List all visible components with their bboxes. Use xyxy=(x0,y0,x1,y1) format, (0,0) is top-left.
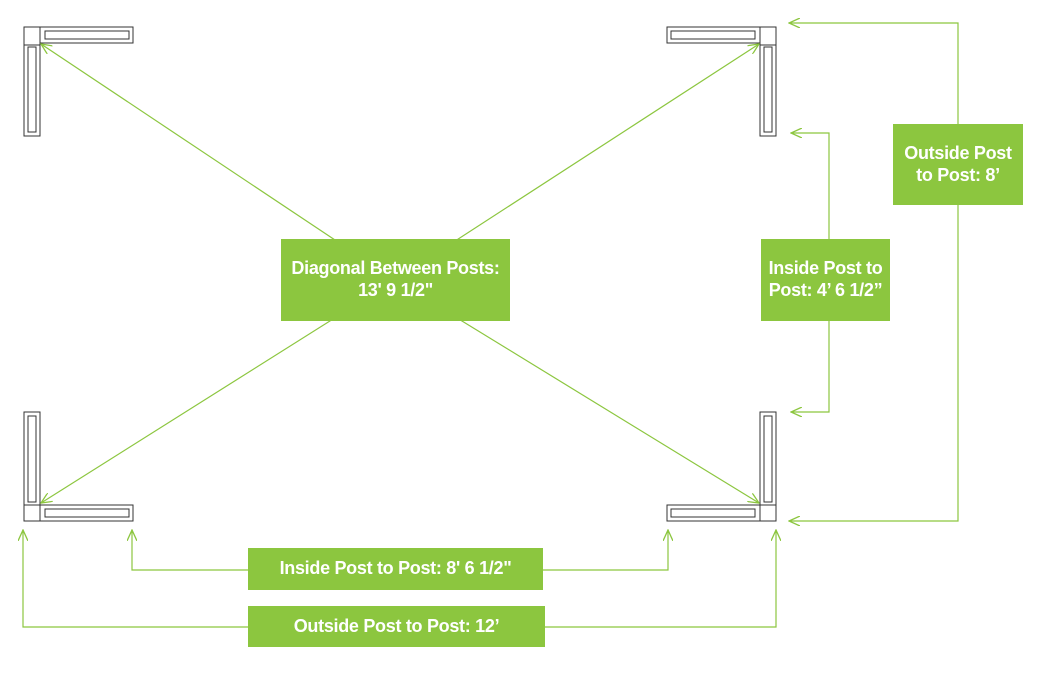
outside-side-arrow-top xyxy=(789,23,959,160)
outside-side-label-line2: to Post: 8’ xyxy=(916,164,1000,185)
outside-bottom-label: Outside Post to Post: 12’ xyxy=(248,606,545,647)
post-bottom-right xyxy=(666,411,777,522)
diagonal-label: Diagonal Between Posts: 13' 9 1/2" xyxy=(281,239,510,321)
inside-bottom-label-text: Inside Post to Post: 8' 6 1/2" xyxy=(279,558,512,579)
post-top-left xyxy=(23,26,134,137)
outside-bottom-label-text: Outside Post to Post: 12’ xyxy=(293,615,500,636)
diagonal-label-line1: Diagonal Between Posts: xyxy=(291,258,500,279)
outside-bottom-arrow-left xyxy=(23,530,248,628)
post-bottom-left xyxy=(23,411,134,522)
diagonal-label-line2: 13' 9 1/2" xyxy=(358,280,433,300)
outside-bottom-arrow-right xyxy=(543,530,776,628)
inside-side-arrow-top xyxy=(791,133,830,280)
inside-bottom-label: Inside Post to Post: 8' 6 1/2" xyxy=(248,548,543,590)
inside-side-label: Inside Post to Post: 4’ 6 1/2” xyxy=(761,239,890,321)
inside-side-label-line2: Post: 4’ 6 1/2” xyxy=(768,280,883,300)
outside-side-label-line1: Outside Post xyxy=(904,142,1012,163)
inside-bottom-arrow-left xyxy=(132,530,248,571)
inside-bottom-arrow-right xyxy=(543,530,668,571)
post-top-right xyxy=(666,26,777,137)
inside-side-label-line1: Inside Post to xyxy=(768,258,883,279)
inside-side-arrow-bottom xyxy=(791,280,830,412)
outside-side-label: Outside Post to Post: 8’ xyxy=(893,124,1023,205)
outside-side-arrow-bottom xyxy=(789,160,959,521)
